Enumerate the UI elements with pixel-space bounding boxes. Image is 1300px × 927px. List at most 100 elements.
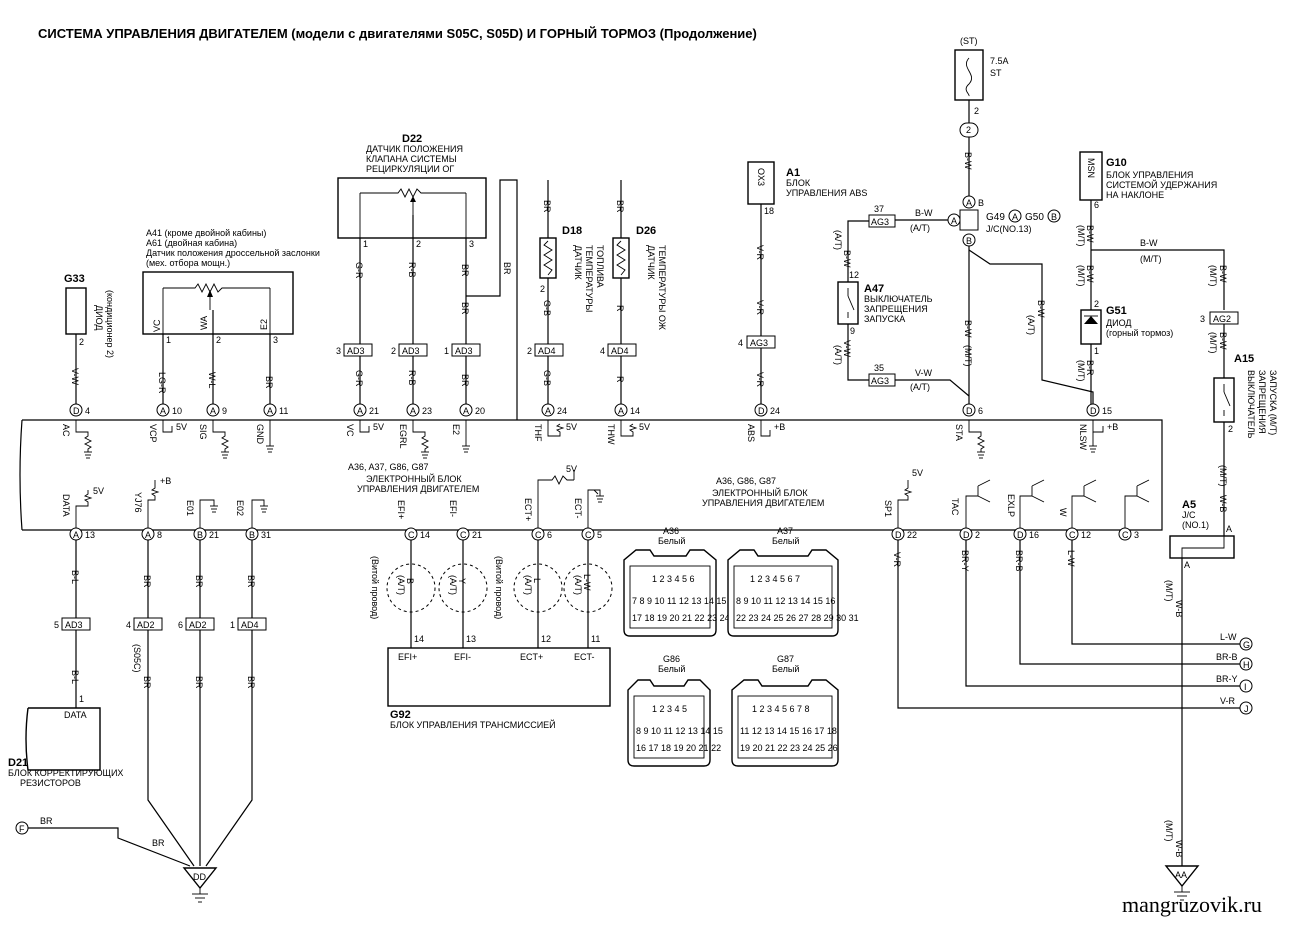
- svg-text:1: 1: [230, 620, 235, 630]
- svg-text:ТОПЛИВА: ТОПЛИВА: [595, 245, 605, 288]
- svg-text:THW: THW: [606, 424, 616, 445]
- svg-text:B-W: B-W: [1218, 332, 1228, 350]
- svg-text:G-R: G-R: [354, 370, 364, 387]
- svg-text:NLSW: NLSW: [1078, 424, 1088, 451]
- svg-text:A: A: [545, 406, 551, 416]
- svg-text:R: R: [615, 305, 625, 312]
- svg-text:2: 2: [79, 337, 84, 347]
- g10-hill-hold-unit: MSN G10 БЛОК УПРАВЛЕНИЯ СИСТЕМОЙ УДЕРЖАН…: [1076, 151, 1225, 310]
- a5-junction: A5 J/C (NO.1) A A (M/T) W-B (M/T) W-B: [1164, 499, 1235, 866]
- svg-text:F: F: [19, 824, 25, 834]
- svg-text:A: A: [267, 406, 273, 416]
- svg-text:G10: G10: [1106, 157, 1127, 169]
- svg-text:LG-R: LG-R: [157, 372, 167, 394]
- svg-text:V-R: V-R: [755, 300, 765, 316]
- a41-throttle-sensor: А41 (кроме двойной кабины) А61 (двойная …: [142, 228, 320, 404]
- svg-text:MSN: MSN: [1086, 158, 1096, 178]
- svg-text:G-R: G-R: [354, 262, 364, 279]
- svg-text:D: D: [895, 530, 902, 540]
- svg-text:23: 23: [422, 406, 432, 416]
- svg-text:B-R: B-R: [1085, 360, 1095, 376]
- svg-text:1: 1: [444, 346, 449, 356]
- ecu-label-2: A36, G86, G87 ЭЛЕКТРОННЫЙ БЛОК УПРАВЛЕНИ…: [702, 476, 824, 508]
- g92-transmission-unit: (Витой провод) (Витой провод) B (A/T) Y …: [370, 540, 613, 730]
- svg-text:D18: D18: [562, 225, 582, 237]
- svg-text:7 8 9 10 11 12 13 14 15 16: 7 8 9 10 11 12 13 14 15 16: [632, 596, 739, 606]
- svg-text:24: 24: [557, 406, 567, 416]
- svg-text:GND: GND: [255, 424, 265, 445]
- svg-text:(A/T): (A/T): [833, 345, 843, 365]
- svg-text:OX3: OX3: [756, 168, 766, 186]
- svg-text:Белый: Белый: [658, 536, 685, 546]
- svg-text:7.5A: 7.5A: [990, 56, 1009, 66]
- svg-text:W: W: [1058, 508, 1068, 517]
- svg-text:C: C: [460, 530, 467, 540]
- svg-text:B-L: B-L: [70, 570, 80, 584]
- svg-text:5V: 5V: [373, 422, 384, 432]
- svg-text:УПРАВЛЕНИЯ ДВИГАТЕЛЕМ: УПРАВЛЕНИЯ ДВИГАТЕЛЕМ: [702, 498, 824, 508]
- svg-text:A15: A15: [1234, 353, 1254, 365]
- svg-text:BR: BR: [460, 302, 470, 315]
- svg-text:B: B: [249, 530, 255, 540]
- g51-diode: 2 1 G51 ДИОД (горный тормоз) B-R (M/T): [1076, 299, 1173, 404]
- svg-text:1: 1: [363, 239, 368, 249]
- d18-fuel-temp-sensor: BR D18 ДАТЧИК ТЕМПЕРАТУРЫ ТОПЛИВА G-B 2: [539, 180, 605, 344]
- connector-g86: G86 Белый 1 2 3 4 5 8 9 10 11 12 13 14 1…: [627, 654, 723, 767]
- svg-text:BR-B: BR-B: [1014, 550, 1024, 572]
- svg-text:ВЫКЛЮЧАТЕЛЬ: ВЫКЛЮЧАТЕЛЬ: [1246, 370, 1256, 439]
- svg-text:6: 6: [178, 620, 183, 630]
- svg-text:2: 2: [975, 530, 980, 540]
- svg-text:B-W: B-W: [1085, 225, 1095, 243]
- svg-text:14: 14: [420, 530, 430, 540]
- svg-text:W-B: W-B: [1174, 600, 1184, 617]
- svg-text:L-W: L-W: [1220, 632, 1237, 642]
- svg-text:A: A: [1012, 212, 1018, 222]
- svg-text:BR: BR: [460, 264, 470, 277]
- g33-diode: G33 ДИОД (кондиционер 2) 2 V-W: [64, 273, 115, 404]
- svg-text:1 2 3 4 5 6 7: 1 2 3 4 5 6 7: [750, 574, 800, 584]
- svg-text:14: 14: [630, 406, 640, 416]
- svg-text:(M/T): (M/T): [1164, 820, 1174, 842]
- svg-text:D: D: [758, 406, 765, 416]
- svg-text:B-L: B-L: [70, 670, 80, 684]
- svg-text:A: A: [357, 406, 363, 416]
- svg-text:THF: THF: [533, 424, 543, 442]
- svg-text:BR: BR: [40, 816, 53, 826]
- svg-text:(A/T): (A/T): [833, 230, 843, 250]
- ground-dd: DD: [182, 867, 218, 903]
- svg-text:1 2 3 4 5 6: 1 2 3 4 5 6: [652, 574, 695, 584]
- svg-text:(A/T): (A/T): [523, 575, 533, 595]
- svg-text:D: D: [1017, 530, 1024, 540]
- svg-text:A: A: [463, 406, 469, 416]
- svg-text:SIG: SIG: [198, 424, 208, 440]
- svg-text:8 9 10 11 12 13 14 15: 8 9 10 11 12 13 14 15: [636, 726, 723, 736]
- svg-text:ТЕМПЕРАТУРЫ ОЖ: ТЕМПЕРАТУРЫ ОЖ: [657, 245, 667, 331]
- a1-abs-unit: OX3 A1 БЛОК УПРАВЛЕНИЯ ABS 18 V-R V-R AG…: [738, 161, 867, 404]
- svg-text:G33: G33: [64, 273, 85, 285]
- svg-text:BR: BR: [264, 376, 274, 389]
- svg-text:E02: E02: [235, 500, 245, 516]
- svg-text:BR-B: BR-B: [1216, 652, 1238, 662]
- connector-a36: A36 Белый 1 2 3 4 5 6 7 8 9 10 11 12 13 …: [623, 526, 739, 637]
- svg-text:РЕЗИСТОРОВ: РЕЗИСТОРОВ: [20, 778, 81, 788]
- svg-text:Белый: Белый: [658, 664, 685, 674]
- svg-text:J/C: J/C: [1182, 510, 1196, 520]
- svg-text:2: 2: [974, 106, 979, 116]
- svg-text:BR: BR: [615, 200, 625, 213]
- svg-text:ДИОД: ДИОД: [1106, 318, 1131, 328]
- svg-text:(M/T): (M/T): [1076, 265, 1086, 287]
- svg-text:AD3: AD3: [402, 346, 420, 356]
- ground-aa: AA: [1164, 865, 1200, 901]
- svg-text:5V: 5V: [566, 464, 577, 474]
- svg-text:A1: A1: [786, 167, 800, 179]
- svg-text:B: B: [966, 236, 972, 246]
- svg-text:16 17 18 19 20 21 22: 16 17 18 19 20 21 22: [636, 743, 721, 753]
- svg-text:EXLP: EXLP: [1006, 494, 1016, 517]
- svg-text:L: L: [532, 578, 542, 583]
- svg-text:3: 3: [1134, 530, 1139, 540]
- svg-text:DATA: DATA: [64, 710, 87, 720]
- svg-text:A47: A47: [864, 283, 884, 295]
- svg-text:SP1: SP1: [883, 500, 893, 517]
- svg-text:EGRL: EGRL: [398, 424, 408, 449]
